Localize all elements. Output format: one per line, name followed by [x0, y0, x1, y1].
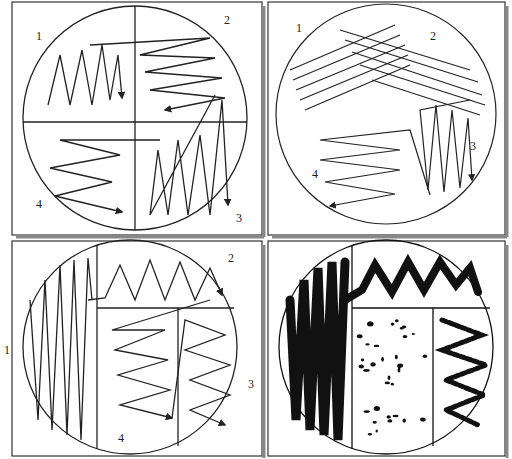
colony-dot [423, 355, 427, 358]
colony-dot [373, 421, 377, 424]
colony-dot [361, 359, 364, 362]
colony-dot [391, 322, 395, 325]
colony-dot [403, 335, 408, 338]
colony-dot [398, 368, 401, 373]
colony-dot [387, 419, 392, 422]
colony-dot [367, 321, 374, 326]
colony-dot [395, 319, 399, 322]
callout-number: 2 [430, 30, 436, 42]
colony-dots [357, 319, 427, 435]
colony-dot [357, 334, 363, 338]
plate-4 [279, 240, 493, 454]
callout-number: 3 [248, 378, 254, 390]
colony-dot [381, 357, 384, 362]
plate-1 [23, 6, 247, 230]
colony-dot [400, 327, 404, 329]
callout-number: 2 [224, 14, 230, 26]
colony-dot [397, 363, 403, 367]
colony-dot [368, 433, 372, 436]
callout-number: 1 [4, 344, 10, 356]
colony-dot [374, 345, 380, 347]
panel-frames [12, 2, 505, 456]
colony-dot [363, 369, 370, 372]
colony-dot [365, 343, 369, 345]
colony-dot [395, 355, 398, 359]
callout-number: 1 [296, 22, 302, 34]
colony-dot [376, 429, 378, 432]
colony-dot [359, 365, 364, 369]
callout-number: 4 [118, 432, 124, 444]
frame-shadows [16, 6, 507, 458]
plate-3 [23, 240, 237, 454]
colony-dot [403, 418, 406, 422]
callout-number: 3 [236, 212, 242, 224]
colony-dot [420, 418, 426, 422]
colony-dot [387, 415, 391, 418]
colony-dot [370, 362, 375, 366]
colony-dot [368, 321, 371, 323]
colony-dot [385, 382, 390, 385]
colony-dot [364, 410, 370, 413]
colony-dot [412, 333, 415, 335]
callout-number: 1 [36, 30, 42, 42]
colony-dot [391, 383, 394, 386]
callout-number: 2 [228, 252, 234, 264]
callout-number: 3 [470, 140, 476, 152]
colony-dot [393, 415, 399, 417]
callout-number: 4 [36, 198, 42, 210]
plate-2 [276, 4, 496, 224]
callout-number: 4 [312, 168, 318, 180]
colony-dot [374, 406, 380, 411]
colony-dot [388, 376, 391, 381]
